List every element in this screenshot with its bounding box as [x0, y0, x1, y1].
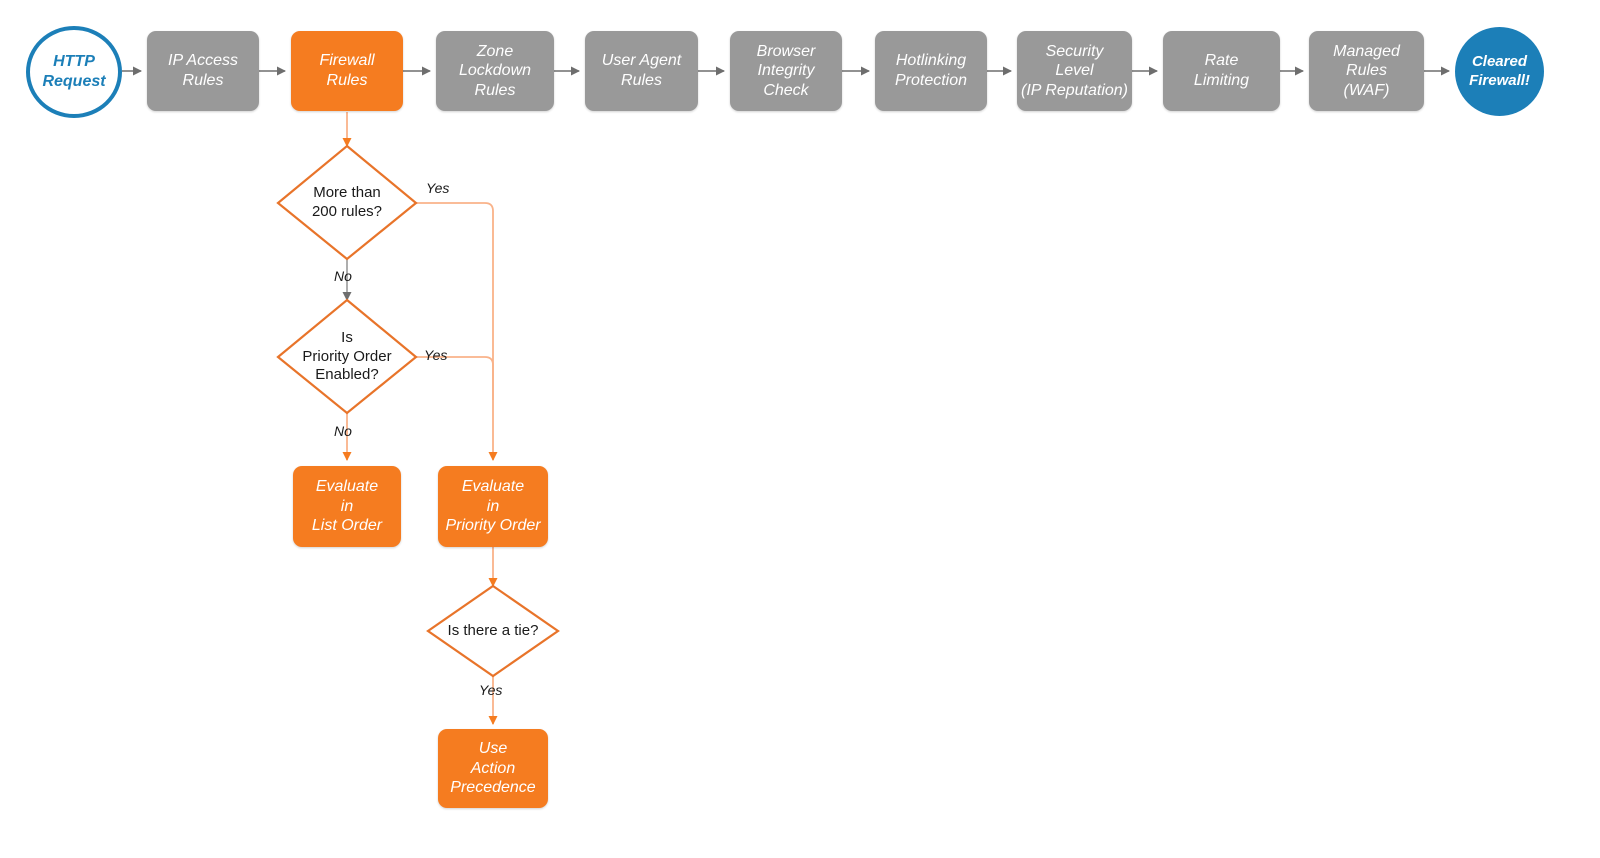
node-hotlinking-protection-line-0: Hotlinking: [895, 52, 967, 70]
node-browser-integrity-check-line-2: Check: [763, 81, 809, 99]
node-evaluate-in-priority-order-line-2: Priority Order: [445, 517, 541, 535]
node-http-request[interactable]: HTTP Request: [26, 26, 122, 118]
node-cleared-firewall-line-1: Firewall!: [1469, 71, 1530, 89]
node-security-level-line-2: (IP Reputation): [1020, 81, 1128, 99]
decision-is-priority-order-enabled[interactable]: [276, 298, 418, 415]
node-firewall-rules-line-0: Firewall: [319, 52, 375, 70]
node-evaluate-in-list-order[interactable]: Evaluate in List Order: [293, 466, 401, 547]
node-firewall-rules-line-1: Rules: [326, 72, 368, 89]
node-cleared-firewall-line-0: Cleared: [1471, 53, 1527, 71]
node-security-level-line-1: Level: [1055, 62, 1094, 80]
node-ip-access-rules[interactable]: IP Access Rules: [147, 31, 259, 111]
node-managed-rules-waf[interactable]: Managed Rules (WAF): [1309, 31, 1424, 111]
edge-label-yes-priority-order: Yes: [424, 347, 448, 363]
edge-label-no-more-than-200: No: [334, 268, 352, 284]
edge-decision2-yes: [416, 356, 494, 400]
node-evaluate-in-list-order-line-1: in: [340, 497, 354, 515]
node-user-agent-rules-line-1: Rules: [621, 72, 662, 89]
node-rate-limiting[interactable]: Rate Limiting: [1163, 31, 1280, 111]
decision-is-priority-order-enabled-line-0: Is: [341, 328, 353, 346]
node-user-agent-rules[interactable]: User Agent Rules: [585, 31, 698, 111]
edge-label-yes-more-than-200: Yes: [426, 180, 450, 196]
decision-more-than-200-rules-line-0: More than: [313, 184, 381, 202]
node-managed-rules-waf-line-1: Rules: [1346, 62, 1387, 80]
node-zone-lockdown-rules[interactable]: Zone Lockdown Rules: [436, 31, 554, 111]
node-security-level[interactable]: Security Level (IP Reputation): [1017, 31, 1132, 111]
node-browser-integrity-check[interactable]: Browser Integrity Check: [730, 31, 842, 111]
node-ip-access-rules-line-1: Rules: [182, 72, 224, 89]
edge-label-no-priority-order: No: [334, 423, 352, 439]
decision-is-priority-order-enabled-line-1: Priority Order: [302, 347, 392, 365]
decision-label-is-priority-order-enabled: Is Priority Order Enabled?: [268, 325, 426, 389]
node-hotlinking-protection-line-1: Protection: [894, 72, 968, 89]
decision-label-more-than-200-rules: More than 200 rules?: [278, 176, 416, 230]
node-use-action-precedence-line-2: Precedence: [450, 779, 536, 797]
node-firewall-rules[interactable]: Firewall Rules: [291, 31, 403, 111]
node-rate-limiting-line-1: Limiting: [1193, 72, 1250, 89]
node-use-action-precedence[interactable]: Use Action Precedence: [438, 729, 548, 808]
decision-is-there-a-tie[interactable]: [426, 584, 560, 678]
node-use-action-precedence-line-1: Action: [470, 759, 516, 777]
node-security-level-line-0: Security: [1045, 42, 1104, 60]
decision-label-is-there-a-tie: Is there a tie?: [420, 618, 566, 644]
node-cleared-firewall[interactable]: Cleared Firewall!: [1455, 27, 1544, 116]
node-ip-access-rules-line-0: IP Access: [168, 52, 238, 70]
node-evaluate-in-list-order-line-2: List Order: [311, 517, 383, 535]
decision-more-than-200-rules[interactable]: [276, 144, 418, 261]
node-rate-limiting-line-0: Rate: [1204, 52, 1239, 70]
node-http-request-line-1: Request: [42, 73, 106, 90]
node-browser-integrity-check-line-1: Integrity: [757, 62, 815, 80]
node-zone-lockdown-rules-line-2: Rules: [474, 81, 516, 99]
node-http-request-line-0: HTTP: [53, 53, 95, 71]
node-managed-rules-waf-line-0: Managed: [1333, 42, 1400, 60]
edge-label-yes-tie: Yes: [479, 682, 503, 698]
node-user-agent-rules-line-0: User Agent: [601, 52, 682, 70]
node-use-action-precedence-line-0: Use: [478, 740, 508, 758]
node-evaluate-in-priority-order-line-1: in: [486, 497, 500, 515]
node-zone-lockdown-rules-line-0: Zone: [476, 42, 514, 60]
decision-is-priority-order-enabled-line-2: Enabled?: [315, 366, 379, 384]
node-evaluate-in-priority-order-line-0: Evaluate: [461, 478, 525, 496]
node-evaluate-in-list-order-line-0: Evaluate: [315, 478, 379, 496]
edge-decision1-yes: [416, 202, 498, 461]
node-evaluate-in-priority-order[interactable]: Evaluate in Priority Order: [438, 466, 548, 547]
decision-more-than-200-rules-line-1: 200 rules?: [311, 203, 383, 220]
node-managed-rules-waf-line-2: (WAF): [1343, 81, 1390, 99]
node-zone-lockdown-rules-line-1: Lockdown: [458, 62, 532, 80]
decision-is-there-a-tie-line-0: Is there a tie?: [447, 621, 539, 639]
node-browser-integrity-check-line-0: Browser: [756, 42, 816, 60]
node-hotlinking-protection[interactable]: Hotlinking Protection: [875, 31, 987, 111]
